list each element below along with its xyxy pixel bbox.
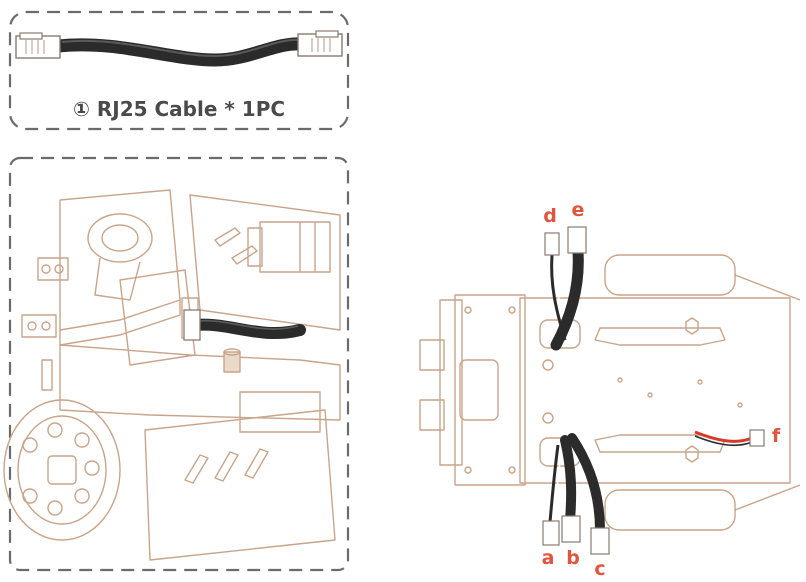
label-d: d bbox=[543, 205, 557, 227]
motor-upper-detail bbox=[299, 222, 316, 272]
lower-chassis bbox=[59, 344, 341, 421]
closeup-box bbox=[3, 156, 350, 572]
label-f: f bbox=[772, 425, 781, 447]
center-module bbox=[459, 359, 499, 421]
parts-caption: ① RJ25 Cable * 1PC bbox=[73, 97, 285, 121]
cable-f bbox=[694, 430, 753, 443]
rj25-plug-right bbox=[297, 30, 343, 57]
main-board bbox=[454, 294, 526, 486]
motor-upper-cap bbox=[247, 227, 263, 267]
plug-b bbox=[561, 515, 581, 543]
upper-bracket-slot-1 bbox=[214, 227, 241, 247]
label-a: a bbox=[542, 547, 555, 569]
upper-bracket-slot-2 bbox=[231, 245, 258, 265]
wheel bbox=[3, 399, 121, 541]
rj25-plug-left bbox=[15, 32, 61, 59]
chassis-plate-edge bbox=[59, 300, 181, 346]
slot-lower bbox=[594, 434, 726, 453]
cable-b bbox=[560, 435, 577, 525]
attached-rj25-cable bbox=[190, 318, 306, 339]
closeup-robot-illustration bbox=[3, 189, 341, 561]
sensor-arm bbox=[94, 257, 141, 301]
label-e: e bbox=[572, 199, 585, 221]
upper-bracket bbox=[189, 194, 341, 331]
topview-robot: d e a b c f bbox=[419, 199, 801, 580]
pillar bbox=[41, 359, 53, 391]
parts-box-border bbox=[8, 10, 350, 131]
label-b: b bbox=[566, 547, 580, 569]
chassis-top-plate bbox=[519, 297, 791, 484]
closeup-box-border bbox=[8, 156, 350, 572]
cable-c bbox=[567, 433, 605, 535]
lower-bracket-slot-1 bbox=[184, 454, 209, 484]
attached-rj25-cable-highlight bbox=[197, 319, 299, 330]
screw-terminal-1 bbox=[37, 257, 69, 281]
motor-lower bbox=[239, 391, 321, 433]
label-c: c bbox=[594, 558, 605, 580]
rj25-cable-body bbox=[51, 37, 309, 67]
plug-c bbox=[590, 527, 610, 555]
rj25-cable-highlight bbox=[61, 38, 301, 58]
attached-rj25-plug bbox=[183, 309, 201, 341]
slot-upper bbox=[594, 327, 726, 346]
cable-e bbox=[550, 246, 584, 351]
chassis-plate bbox=[59, 189, 181, 331]
parts-box: ① RJ25 Cable * 1PC bbox=[8, 10, 350, 131]
lower-bracket bbox=[144, 409, 336, 561]
cable-a bbox=[548, 444, 560, 523]
plug-e bbox=[567, 226, 587, 254]
ultrasonic-sensor-inner bbox=[101, 224, 139, 252]
rj25-cable-illustration bbox=[15, 30, 343, 67]
lower-bracket-slot-2 bbox=[214, 451, 239, 482]
plug-d bbox=[544, 232, 560, 256]
motor-upper bbox=[259, 221, 331, 273]
screw-terminal-2 bbox=[21, 314, 57, 338]
plug-f bbox=[749, 429, 765, 447]
ultrasonic-sensor bbox=[87, 213, 153, 263]
front-sensor-board bbox=[439, 299, 463, 466]
wheel-bottom bbox=[604, 489, 736, 531]
lower-bracket-slot-3 bbox=[244, 448, 269, 479]
plug-a bbox=[542, 520, 560, 546]
brass-standoff bbox=[223, 351, 241, 373]
wheel-top bbox=[604, 254, 736, 296]
